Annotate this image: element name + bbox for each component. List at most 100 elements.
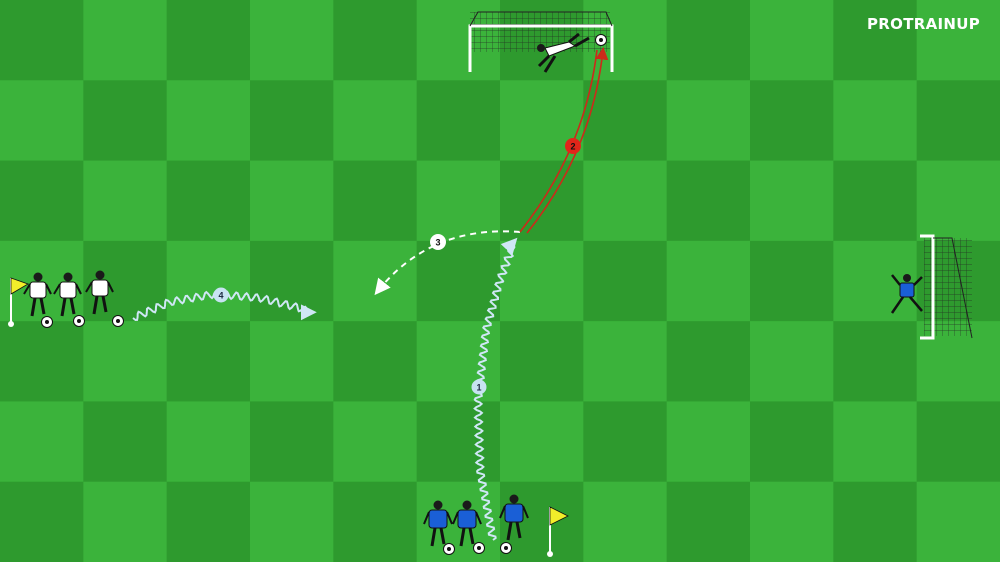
grass-tile (833, 0, 918, 81)
grass-tile (250, 401, 334, 483)
grass-tile (416, 240, 501, 322)
blue-player-queue (423, 494, 529, 555)
grass-tile (583, 401, 668, 483)
grass-tile (833, 160, 918, 242)
ball (73, 315, 85, 327)
grass-tile (333, 481, 418, 562)
grass-tile (250, 240, 334, 322)
grass-tile (166, 80, 251, 162)
grass-tile (666, 240, 751, 322)
grass-tile (750, 0, 834, 81)
grass-tile (583, 160, 668, 242)
grass-tile (750, 160, 834, 242)
grass-tile (83, 0, 168, 81)
grass-tile (583, 481, 668, 562)
grass-tile (500, 321, 584, 402)
grass-tile (333, 160, 418, 242)
grass-tile (750, 481, 834, 562)
grass-tile (83, 160, 168, 242)
grass-tile (833, 321, 918, 402)
grass-tile (0, 401, 84, 483)
grass-tile (166, 160, 251, 242)
grass-tile (833, 401, 918, 483)
step-number-3: 3 (435, 238, 440, 248)
grass-tile (416, 80, 501, 162)
grass-tile (250, 160, 334, 242)
grass-tile (916, 160, 1000, 242)
grass-tile (833, 80, 918, 162)
grass-tile (83, 401, 168, 483)
grass-tile (666, 321, 751, 402)
grass-tile (333, 401, 418, 483)
grass-tile (0, 160, 84, 242)
grass-tile (750, 240, 834, 322)
right-goal (920, 234, 973, 340)
grass-tile (500, 401, 584, 483)
grass-tile (0, 321, 84, 402)
grass-tile (333, 321, 418, 402)
step-badge-1: 1 (471, 379, 487, 395)
ball (443, 543, 455, 555)
grass-tile (500, 240, 584, 322)
grass-tile (0, 0, 84, 81)
grass-tile (333, 0, 418, 81)
grass-tile (666, 80, 751, 162)
white-player (23, 272, 52, 317)
ball (473, 542, 485, 554)
blue-player (452, 500, 482, 547)
white-player (53, 272, 82, 317)
step-number-2: 2 (570, 142, 575, 152)
grass-tile (333, 240, 418, 322)
grass-tile (583, 80, 668, 162)
grass-tile (583, 240, 668, 322)
corner-flag-left (8, 277, 29, 327)
ball (41, 316, 53, 328)
blue-player (499, 494, 529, 541)
protrainup-logo: PROTRAINUP (867, 15, 980, 33)
corner-flag-bottom (547, 506, 569, 557)
grass-tile (416, 401, 501, 483)
right-goalkeeper (890, 274, 923, 314)
grass-tile (166, 240, 251, 322)
grass-tile (250, 481, 334, 562)
grass-tile (583, 321, 668, 402)
step-badge-4: 4 (213, 287, 229, 303)
white-player (85, 270, 114, 315)
grass-tile (416, 160, 501, 242)
grass-tile (83, 80, 168, 162)
shot-ball (595, 34, 607, 46)
grass-tile (750, 321, 834, 402)
ball (112, 315, 124, 327)
grass-tile (250, 80, 334, 162)
step-badge-2: 2 (565, 138, 581, 154)
grass-tile (916, 481, 1000, 562)
grass-tile (0, 481, 84, 562)
grass-tile (833, 481, 918, 562)
white-player-queue (23, 270, 124, 328)
grass-tile (83, 321, 168, 402)
grass-tile (666, 0, 751, 81)
grass-tile (250, 0, 334, 81)
grass-tile (666, 481, 751, 562)
grass-tile (83, 481, 168, 562)
grass-tile (333, 80, 418, 162)
grass-tile (666, 160, 751, 242)
grass-tile (166, 0, 251, 81)
grass-tile (166, 401, 251, 483)
grass-tile (833, 240, 918, 322)
grass-tile (166, 321, 251, 402)
step-number-1: 1 (476, 383, 481, 393)
ball (500, 542, 512, 554)
grass-tile (916, 401, 1000, 483)
grass-tile (916, 0, 1000, 81)
top-goalkeeper (537, 32, 590, 73)
grass-tile (750, 80, 834, 162)
grass-tile (0, 80, 84, 162)
grass-tile (250, 321, 334, 402)
blue-player (423, 500, 453, 547)
step-badge-3: 3 (430, 234, 446, 250)
grass-tile (166, 481, 251, 562)
